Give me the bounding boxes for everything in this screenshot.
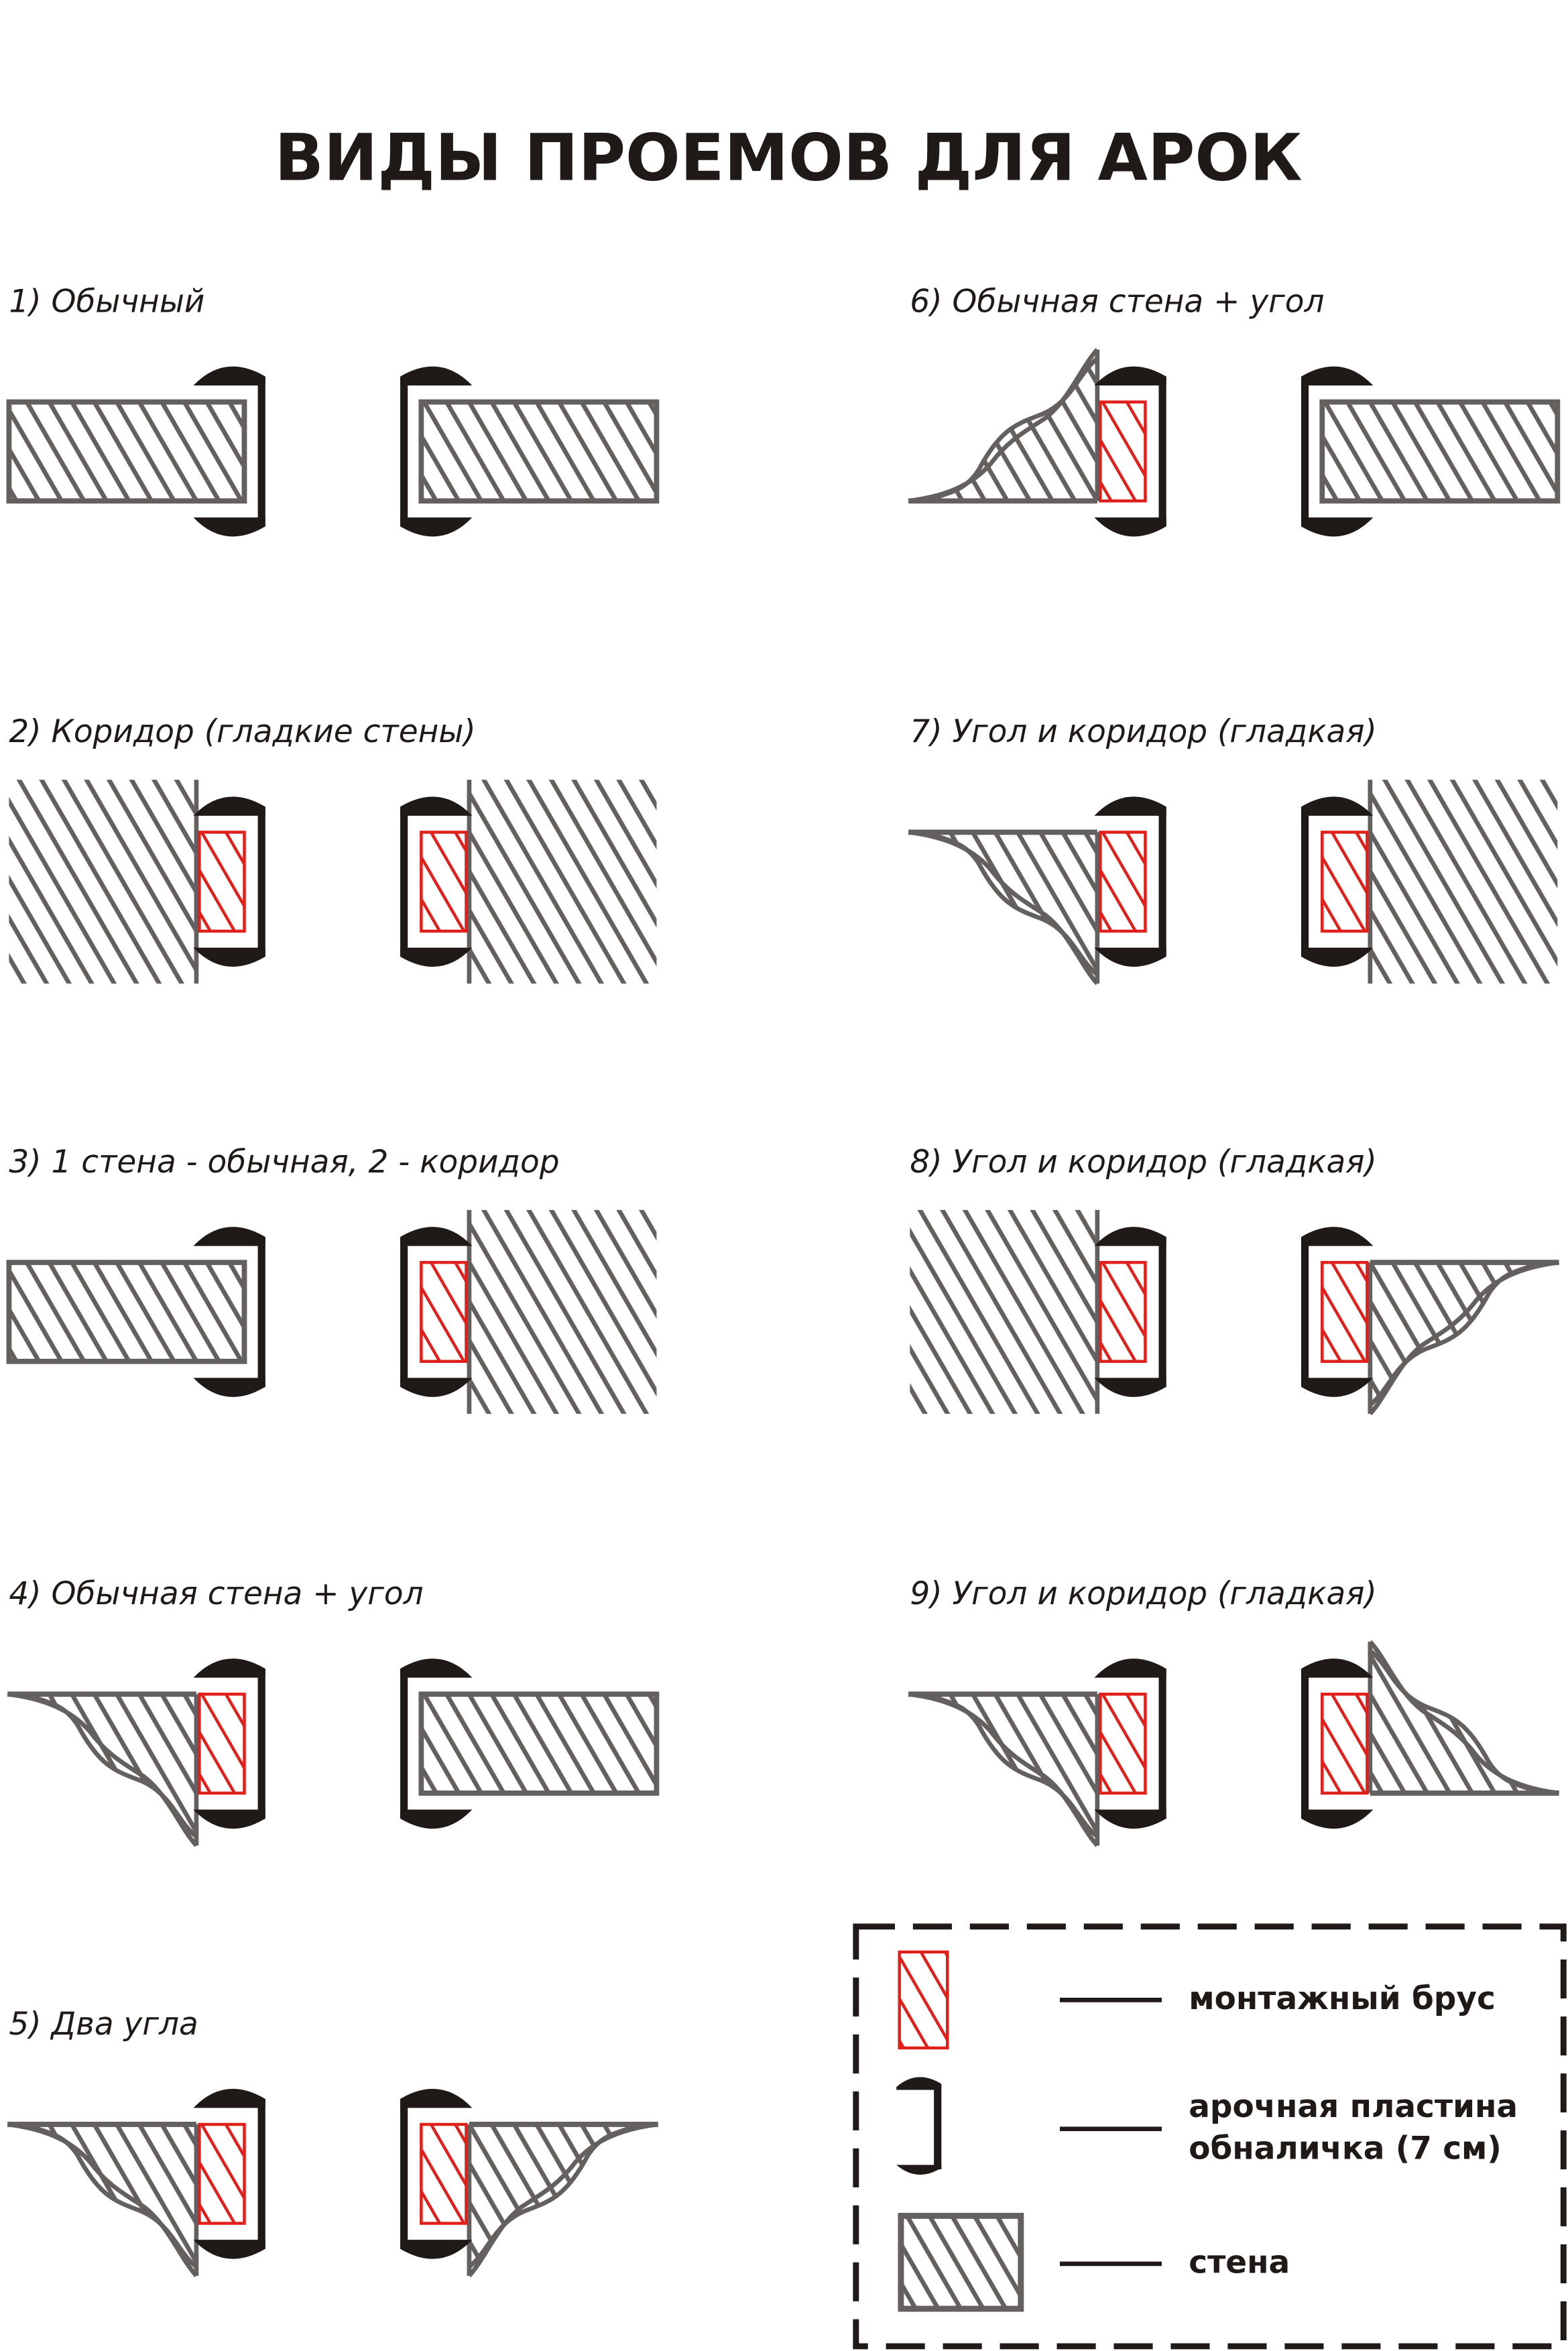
wall-corner — [908, 829, 1100, 985]
panel-2: 2) Коридор (гладкие стены) — [9, 713, 657, 984]
wall — [1370, 780, 1558, 984]
arch-plate — [1094, 1659, 1166, 1829]
panel-1: 1) Обычный — [6, 283, 660, 537]
right-jamb-corner — [400, 2088, 659, 2278]
mounting-beam — [1099, 400, 1147, 503]
left-jamb-corner — [7, 2088, 265, 2278]
arch-plate — [193, 796, 265, 967]
legend-wall-swatch — [898, 2212, 1024, 2312]
panel-label: 3) 1 стена - обычная, 2 - коридор — [9, 1144, 559, 1181]
panel-7: 7) Угол и коридор (гладкая) — [908, 713, 1558, 985]
panel-4: 4) Обычная стена + угол — [7, 1575, 660, 1848]
page-title: ВИДЫ ПРОЕМОВ ДЛЯ АРОК — [275, 121, 1303, 196]
legend-wall-label: стена — [1189, 2244, 1290, 2281]
left-jamb-corridor — [910, 1209, 1166, 1414]
right-jamb-plain — [1301, 366, 1561, 537]
arch-plate — [193, 366, 265, 537]
legend: монтажный брус арочная пластина обналичк… — [853, 1923, 1567, 2350]
mounting-beam — [198, 831, 246, 933]
panel-label: 8) Угол и коридор (гладкая) — [910, 1144, 1377, 1181]
mounting-beam — [198, 2122, 246, 2225]
panel-label: 9) Угол и коридор (гладкая) — [910, 1575, 1377, 1612]
wall — [6, 1260, 247, 1364]
arch-plate — [1094, 366, 1166, 537]
wall — [6, 399, 247, 504]
right-jamb-corner-up — [1301, 1640, 1559, 1829]
panel-6: 6) Обычная стена + угол — [908, 283, 1561, 537]
left-jamb-corridor — [9, 780, 265, 984]
wall — [469, 1209, 657, 1414]
right-jamb-plain — [400, 366, 660, 537]
left-jamb-corner — [7, 1659, 265, 1848]
panel-3: 3) 1 стена - обычная, 2 - коридор — [6, 1144, 657, 1414]
arch-plate — [193, 2088, 265, 2259]
wall — [418, 1691, 660, 1796]
panel-label: 7) Угол и коридор (гладкая) — [910, 713, 1377, 750]
panel-label: 6) Обычная стена + угол — [910, 283, 1324, 320]
legend-beam-label: монтажный брус — [1189, 1980, 1496, 2017]
right-jamb-plain — [400, 1659, 660, 1829]
mounting-beam — [420, 1260, 468, 1364]
wall — [1319, 399, 1561, 504]
legend-beam-swatch — [898, 1950, 949, 2050]
right-jamb-corridor — [400, 1209, 657, 1414]
wall-corner — [908, 348, 1100, 504]
arch-plate — [400, 366, 473, 537]
left-jamb-corner — [908, 1659, 1166, 1848]
wall-corner — [467, 2122, 659, 2278]
wall-corner — [1368, 1260, 1559, 1416]
right-jamb-corridor — [400, 780, 657, 984]
arch-plate — [400, 1227, 473, 1397]
arch-plate — [1301, 796, 1374, 967]
legend-plate-swatch — [896, 2077, 942, 2175]
wall — [469, 780, 657, 984]
arch-plate — [1094, 1227, 1166, 1397]
left-jamb-plain — [6, 1227, 265, 1397]
panel-label: 5) Два угла — [9, 2006, 198, 2043]
left-jamb-corner-up — [908, 348, 1166, 537]
panels: 1) Обычный 2) Коридор (гладкие стены) 3) 1… — [6, 283, 1561, 2278]
mounting-beam — [1321, 1692, 1369, 1795]
legend-plate-label-line1: арочная пластина — [1189, 2088, 1518, 2125]
panel-5: 5) Два угла — [7, 2006, 659, 2278]
mounting-beam — [1321, 1260, 1369, 1364]
mounting-beam — [1099, 1692, 1147, 1795]
arch-plate — [400, 2088, 473, 2259]
panel-9: 9) Угол и коридор (гладкая) — [908, 1575, 1559, 1848]
legend-plate-label-line2: обналичка (7 см) — [1189, 2130, 1502, 2167]
panel-label: 4) Обычная стена + угол — [9, 1575, 423, 1612]
wall — [910, 1209, 1097, 1414]
arch-plate — [1301, 1659, 1374, 1829]
wall-corner — [908, 1691, 1100, 1848]
wall-corner — [7, 2122, 199, 2278]
arch-plate — [193, 1227, 265, 1397]
wall-corner — [7, 1691, 199, 1848]
right-jamb-corner — [1301, 1227, 1559, 1416]
mounting-beam — [198, 1692, 246, 1795]
right-jamb-corridor — [1301, 780, 1558, 984]
legend-frame — [853, 1923, 1567, 2350]
mounting-beam — [420, 2122, 468, 2225]
arch-plate — [1301, 1227, 1374, 1397]
wall-corner — [1368, 1640, 1559, 1796]
panel-label: 2) Коридор (гладкие стены) — [9, 713, 475, 750]
wall — [9, 780, 196, 984]
arch-plate — [400, 1659, 473, 1829]
arch-plate — [193, 1659, 265, 1829]
mounting-beam — [1099, 831, 1147, 933]
wall — [418, 399, 660, 504]
panel-label: 1) Обычный — [9, 283, 204, 320]
left-jamb-plain — [6, 366, 265, 537]
arch-plate — [1094, 796, 1166, 967]
mounting-beam — [420, 831, 468, 933]
arch-plate — [1301, 366, 1374, 537]
panel-8: 8) Угол и коридор (гладкая) — [910, 1144, 1559, 1416]
mounting-beam — [1099, 1260, 1147, 1364]
left-jamb-corner — [908, 796, 1166, 985]
arch-plate — [400, 796, 473, 967]
mounting-beam — [1321, 831, 1369, 933]
